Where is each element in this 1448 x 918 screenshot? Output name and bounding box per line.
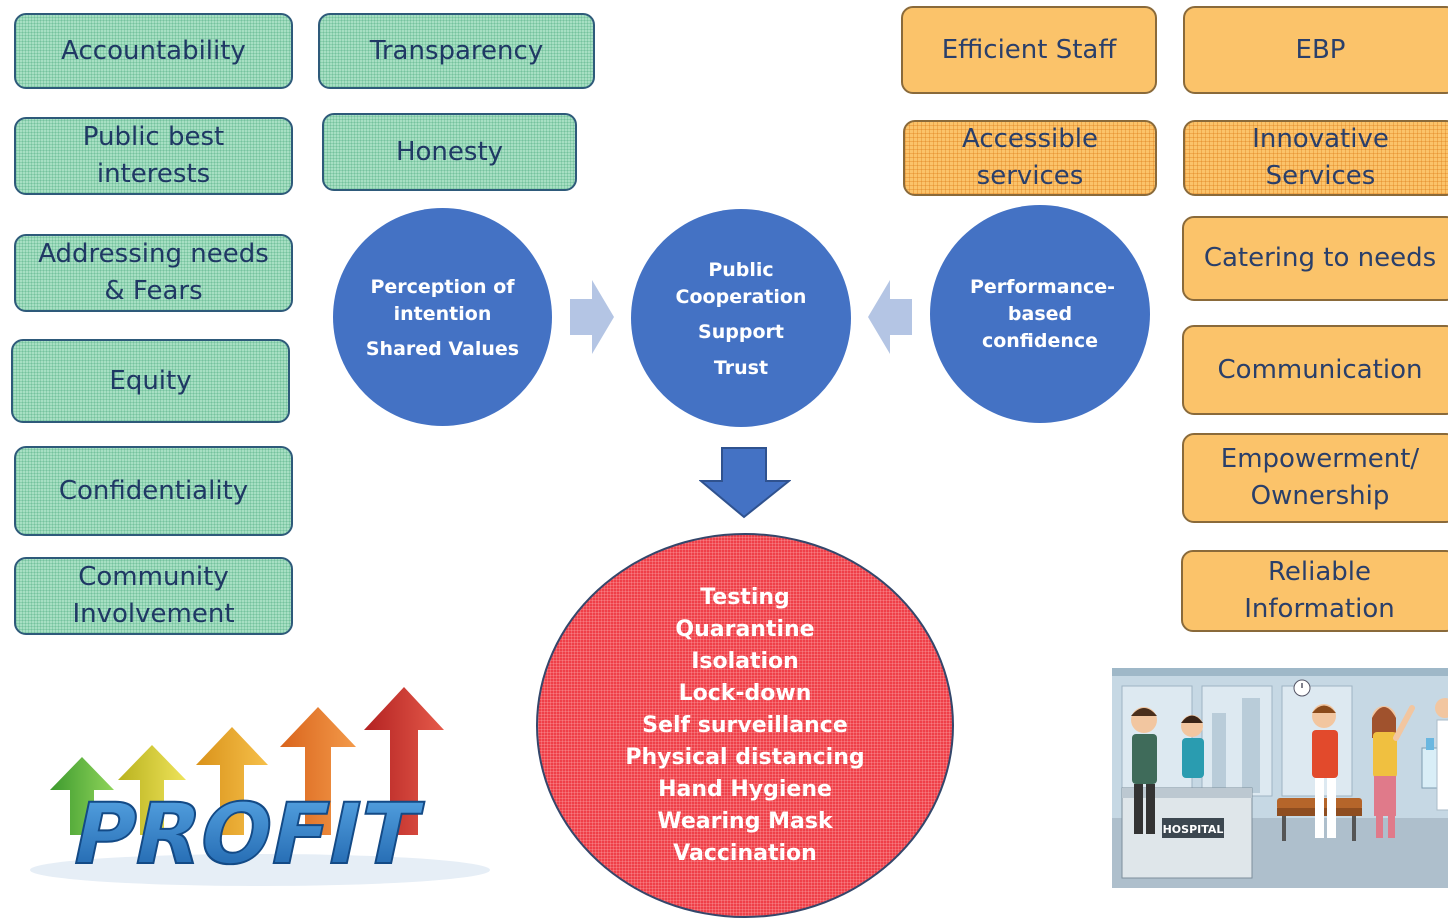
value-communication: Communication — [1182, 325, 1448, 415]
measure-item: Isolation — [691, 648, 799, 674]
value-equity: Equity — [11, 339, 290, 423]
value-transparency: Transparency — [318, 13, 595, 89]
value-ebp: EBP — [1183, 6, 1448, 94]
value-innovative-services: Innovative Services — [1183, 120, 1448, 196]
arrow-down-icon — [699, 447, 791, 519]
measure-item: Vaccination — [673, 840, 817, 866]
value-efficient-staff: Efficient Staff — [901, 6, 1157, 94]
arrow-right-icon — [570, 280, 614, 354]
value-accessible-services: Accessible services — [903, 120, 1157, 196]
value-reliable-information: Reliable Information — [1181, 550, 1448, 632]
measure-item: Lock-down — [678, 680, 812, 706]
measure-item: Hand Hygiene — [658, 776, 832, 802]
measure-item: Physical distancing — [625, 744, 865, 770]
circle-perception-of-intention: Perception of intention Shared Values — [333, 208, 552, 426]
circle-performance-confidence: Performance-based confidence — [930, 205, 1150, 423]
circle-public-cooperation: Public Cooperation Support Trust — [631, 209, 851, 427]
hospital-sign-text: HOSPITAL — [1163, 823, 1224, 836]
value-honesty: Honesty — [322, 113, 577, 191]
profit-growth-image: PROFIT — [30, 687, 490, 886]
measure-item: Quarantine — [675, 616, 815, 642]
value-public-best-interests: Public best interests — [14, 117, 293, 195]
measure-item: Testing — [700, 584, 790, 610]
arrow-left-icon — [868, 280, 912, 354]
value-catering-to-needs: Catering to needs — [1182, 216, 1448, 301]
value-accountability: Accountability — [14, 13, 293, 89]
hospital-illustration: HOSPITAL — [1112, 668, 1448, 888]
measure-item: Self surveillance — [642, 712, 848, 738]
value-addressing-needs: Addressing needs & Fears — [14, 234, 293, 312]
measure-item: Wearing Mask — [657, 808, 833, 834]
value-empowerment: Empowerment/ Ownership — [1182, 433, 1448, 523]
value-confidentiality: Confidentiality — [14, 446, 293, 536]
profit-text: PROFIT — [64, 786, 428, 884]
circle-public-health-measures: Testing Quarantine Isolation Lock-down S… — [536, 533, 954, 918]
value-community-involvement: Community Involvement — [14, 557, 293, 635]
